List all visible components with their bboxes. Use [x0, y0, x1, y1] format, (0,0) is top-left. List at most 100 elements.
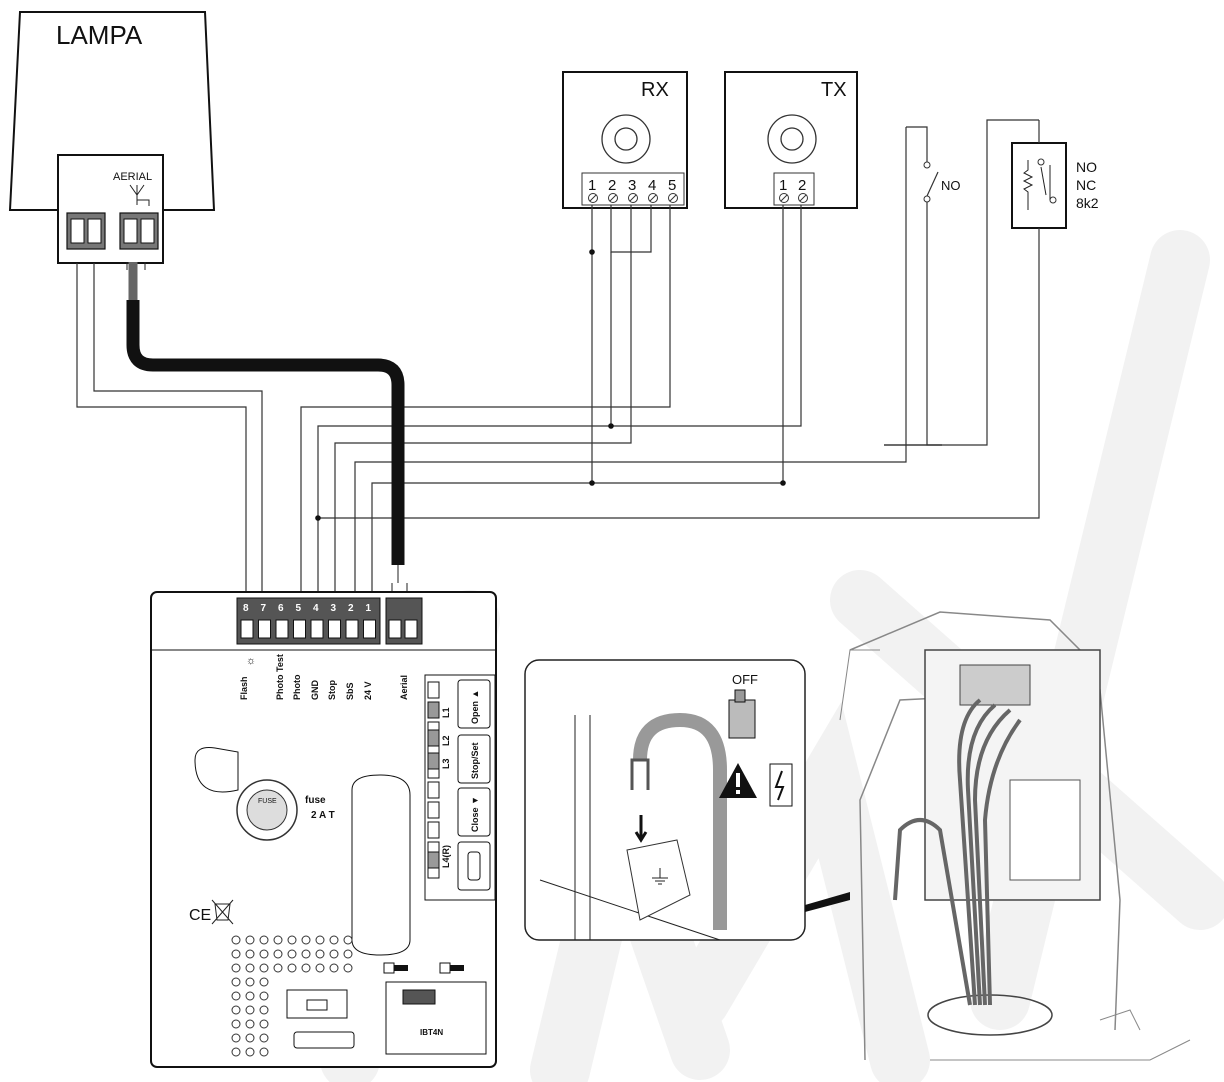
- board-button-label-0: Open ▲: [470, 690, 480, 724]
- vent-hole: [343, 963, 353, 973]
- board-terminal-6: 6: [278, 603, 284, 614]
- edge-no-label: NO: [1076, 159, 1097, 175]
- vent-hole: [259, 935, 269, 945]
- rx-screw-slot-1: [589, 194, 597, 202]
- board-terminal-7: 7: [261, 603, 267, 614]
- terminal-label-6: 24 V: [363, 681, 373, 700]
- vent-hole: [329, 963, 339, 973]
- vent-hole: [231, 1019, 241, 1029]
- vent-hole: [231, 1033, 241, 1043]
- weee-bin-icon: [211, 899, 234, 925]
- fuse-holder: FUSE fuse 2 A T: [194, 747, 335, 841]
- battery-connector: [286, 989, 355, 1049]
- led-slot-6: [427, 801, 440, 819]
- board-terminal-8: 8: [243, 603, 249, 614]
- vent-hole: [259, 949, 269, 959]
- rx-screw-slot-3: [629, 194, 637, 202]
- switch-indicators: [383, 962, 464, 974]
- board-vent-grid: [231, 935, 353, 1057]
- edge-8k2-label: 8k2: [1076, 195, 1099, 211]
- vent-hole: [343, 949, 353, 959]
- led-L2: [427, 729, 440, 747]
- board-terminal-1: 1: [366, 603, 372, 614]
- led-L3: [427, 752, 440, 770]
- aerial-icon: [129, 184, 150, 206]
- rx-screw-slot-2: [609, 194, 617, 202]
- remote-icon: [467, 851, 481, 881]
- vent-hole: [273, 949, 283, 959]
- vent-hole: [245, 963, 255, 973]
- vent-hole: [259, 1047, 269, 1057]
- board-button-1: [457, 734, 491, 784]
- vent-hole: [329, 935, 339, 945]
- warning-icon: [719, 763, 757, 798]
- module-label: IBT4N: [420, 1028, 443, 1037]
- vent-hole: [259, 963, 269, 973]
- mains-connection-inset: OFF: [524, 659, 850, 941]
- terminal-label-4: Stop: [327, 680, 337, 700]
- vent-hole: [273, 963, 283, 973]
- vent-hole: [329, 949, 339, 959]
- vent-hole: [315, 963, 325, 973]
- led-label-1: L2: [441, 735, 451, 746]
- vent-hole: [245, 1019, 255, 1029]
- vent-hole: [259, 991, 269, 1001]
- lamp-unit: LAMPA AERIAL: [8, 11, 216, 264]
- board-terminal-slot-3: [328, 619, 341, 639]
- board-terminal-5: 5: [296, 603, 302, 614]
- vent-hole: [259, 1005, 269, 1015]
- tx-terminal-2: 2: [798, 177, 806, 194]
- vent-hole: [245, 1033, 255, 1043]
- board-terminal-slot-1: [363, 619, 376, 639]
- vent-hole: [315, 935, 325, 945]
- aerial-terminal-slot-2: [404, 619, 418, 639]
- ce-mark: CE: [189, 907, 211, 924]
- lamp-aerial-terminal: [119, 212, 159, 250]
- terminal-label-2: Photo: [292, 674, 302, 700]
- no-switch-label: NO: [941, 178, 961, 193]
- aerial-label: AERIAL: [113, 171, 152, 183]
- rx-photocell: RX: [562, 71, 688, 209]
- fuse-cap-text: FUSE: [258, 798, 277, 805]
- vent-hole: [343, 935, 353, 945]
- vent-hole: [245, 1005, 255, 1015]
- vent-hole: [273, 935, 283, 945]
- board-terminal-slot-6: [275, 619, 289, 639]
- led-L4(R): [427, 851, 440, 869]
- terminal-label-7: Aerial: [399, 675, 409, 700]
- terminal-label-3: GND: [310, 680, 320, 701]
- breaker-off-label: OFF: [732, 672, 758, 687]
- fuse-value: 2 A T: [311, 810, 335, 821]
- edge-nc-label: NC: [1076, 177, 1096, 193]
- safety-edge-device: NO NC 8k2: [1011, 142, 1099, 229]
- rx-terminal-2: 2: [608, 177, 616, 194]
- vent-hole: [315, 949, 325, 959]
- led-slot-7: [427, 821, 440, 839]
- vent-hole: [245, 977, 255, 987]
- led-slot-5: [427, 781, 440, 799]
- board-button-label-1: Stop/Set: [470, 742, 480, 779]
- tx-photocell: TX: [724, 71, 858, 209]
- rx-terminal-3: 3: [628, 177, 636, 194]
- vent-hole: [301, 949, 311, 959]
- vent-hole: [245, 935, 255, 945]
- led-slot-0: [427, 681, 440, 699]
- vent-hole: [245, 991, 255, 1001]
- led-label-3: L4(R): [441, 845, 451, 868]
- rx-screw-slot-4: [649, 194, 657, 202]
- vent-hole: [231, 949, 241, 959]
- tx-title: TX: [821, 79, 847, 101]
- vent-hole: [231, 1047, 241, 1057]
- rx-terminal-5: 5: [668, 177, 676, 194]
- lamp-power-terminal: [66, 212, 106, 250]
- vent-hole: [231, 977, 241, 987]
- board-button-label-2: Close ▼: [470, 796, 480, 832]
- ground-icon: [652, 868, 668, 885]
- vent-hole: [231, 1005, 241, 1015]
- board-terminal-2: 2: [348, 603, 354, 614]
- rx-terminal-4: 4: [648, 177, 656, 194]
- led-label-2: L3: [441, 758, 451, 769]
- flash-icon: ☼: [246, 655, 256, 667]
